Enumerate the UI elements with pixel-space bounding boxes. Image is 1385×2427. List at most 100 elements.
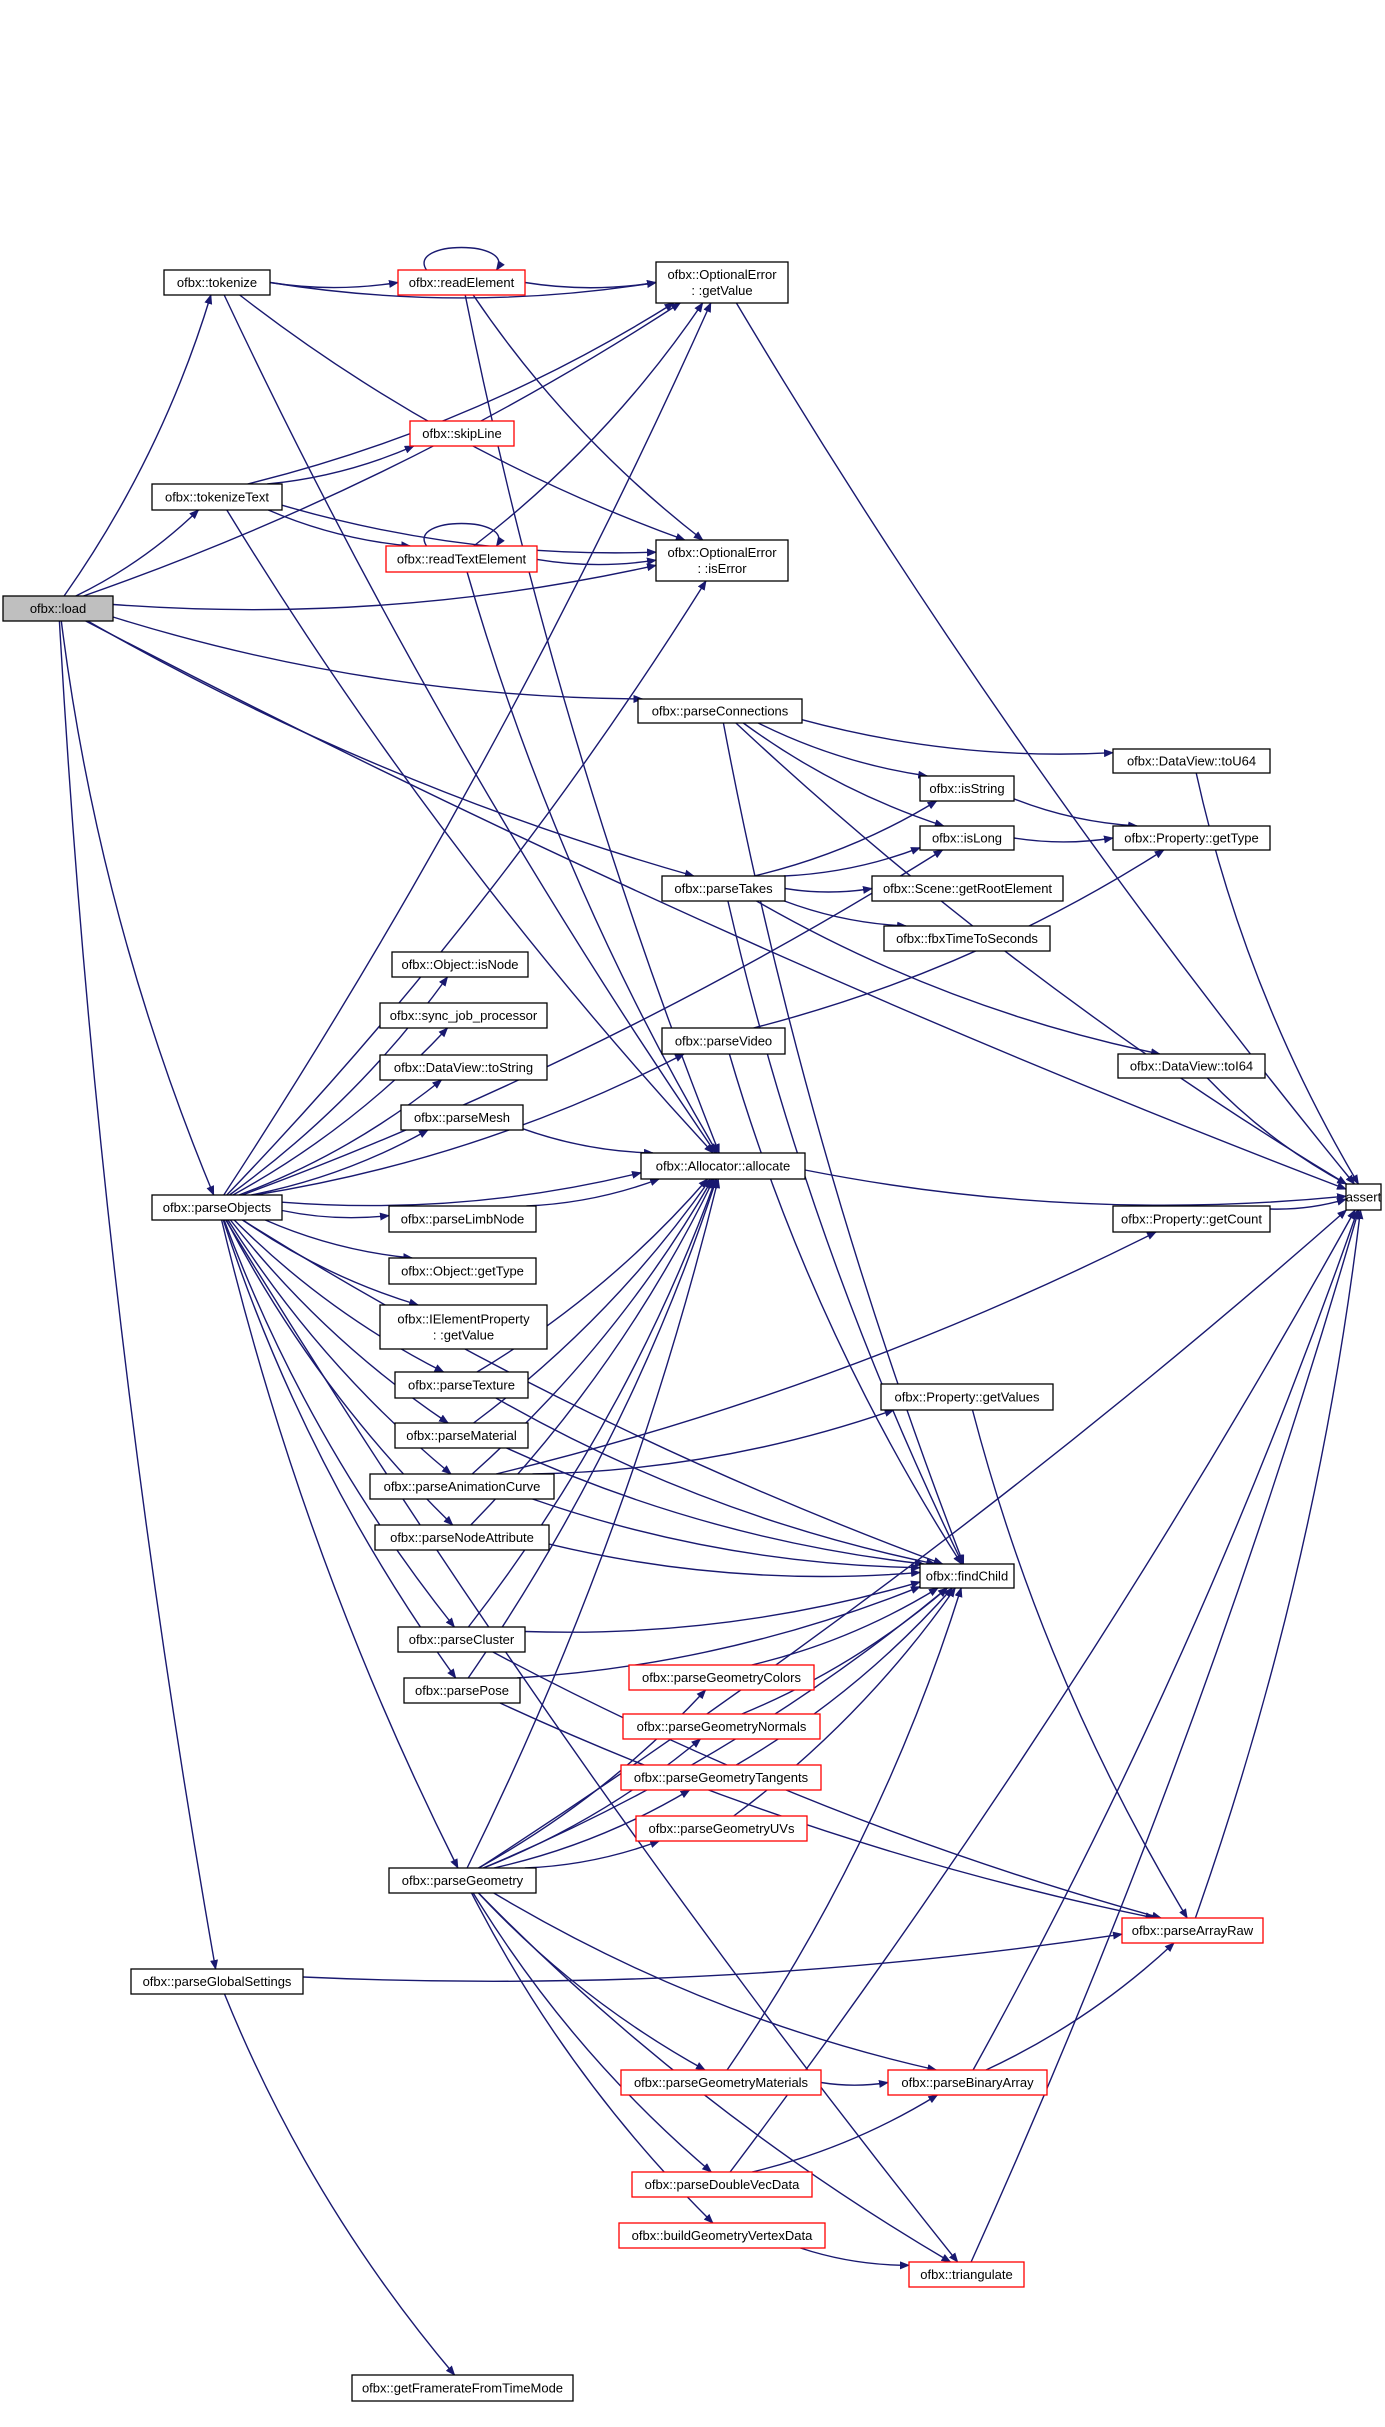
node-getFramerate[interactable]: ofbx::getFramerateFromTimeMode — [351, 2374, 574, 2402]
node-label: ofbx::parsePose — [415, 1683, 509, 1698]
node-parseLimbNode[interactable]: ofbx::parseLimbNode — [388, 1205, 537, 1233]
node-box — [369, 1473, 555, 1500]
edge-readElement-to-readElement — [423, 246, 505, 271]
node-box — [620, 2069, 822, 2096]
edge-parseNodeAttr-to-findChild — [548, 1543, 921, 1578]
node-objGetType[interactable]: ofbx::Object::getType — [388, 1257, 537, 1285]
node-geoUVs[interactable]: ofbx::parseGeometryUVs — [635, 1815, 808, 1842]
node-box — [388, 1205, 537, 1233]
edge-parseTakes-to-isString — [753, 800, 938, 877]
node-label: ofbx::tokenizeText — [165, 490, 269, 505]
edge-parseBinaryArray-to-assert — [972, 1209, 1359, 2071]
node-box — [379, 1304, 548, 1350]
node-parseBinaryArray[interactable]: ofbx::parseBinaryArray — [887, 2069, 1048, 2096]
edge-parseObjects-to-objGetType — [265, 1219, 414, 1262]
node-parseObjects[interactable]: ofbx::parseObjects — [151, 1194, 283, 1221]
node-parseMesh[interactable]: ofbx::parseMesh — [400, 1104, 524, 1131]
node-skipLine[interactable]: ofbx::skipLine — [409, 420, 515, 447]
node-parseGlobal[interactable]: ofbx::parseGlobalSettings — [130, 1968, 304, 1995]
node-allocate[interactable]: ofbx::Allocator::allocate — [640, 1152, 806, 1180]
node-tokenizeText[interactable]: ofbx::tokenizeText — [151, 483, 283, 511]
node-label: ofbx::Allocator::allocate — [656, 1159, 790, 1174]
node-buildGeoVertex[interactable]: ofbx::buildGeometryVertexData — [618, 2222, 826, 2249]
node-toString[interactable]: ofbx::DataView::toString — [379, 1054, 548, 1081]
node-parsePose[interactable]: ofbx::parsePose — [403, 1677, 521, 1704]
node-readTextElement[interactable]: ofbx::readTextElement — [385, 545, 538, 573]
node-box — [379, 1054, 548, 1081]
node-geoTangents[interactable]: ofbx::parseGeometryTangents — [620, 1764, 822, 1791]
node-label: ofbx::tokenize — [177, 275, 257, 290]
edge-tokenizeText-to-getValueOE — [247, 302, 675, 485]
node-label: ofbx::getFramerateFromTimeMode — [362, 2381, 563, 2396]
node-toI64[interactable]: ofbx::DataView::toI64 — [1117, 1053, 1266, 1079]
edge-parseDoubleVec-to-assert — [729, 1209, 1356, 2173]
edge-allocate-to-assert — [804, 1169, 1347, 1206]
edge-parseCluster-to-findChild — [524, 1580, 921, 1633]
edge-load-to-getValueOE — [83, 302, 682, 597]
node-label: : :isError — [697, 561, 747, 576]
node-syncJob[interactable]: ofbx::sync_job_processor — [379, 1002, 548, 1029]
node-label: ofbx::parseNodeAttribute — [390, 1530, 534, 1545]
node-assert[interactable]: assert — [1345, 1183, 1382, 1211]
node-isNode[interactable]: ofbx::Object::isNode — [391, 951, 529, 978]
node-load[interactable]: ofbx::load — [2, 595, 114, 622]
node-isError[interactable]: ofbx::OptionalError: :isError — [655, 539, 789, 582]
node-label: ofbx::parseMaterial — [406, 1428, 517, 1443]
edge-parseAnimCurve-to-getCount — [495, 1231, 1157, 1475]
node-getRootElement[interactable]: ofbx::Scene::getRootElement — [871, 875, 1064, 902]
node-box — [151, 1194, 283, 1221]
edge-parseTakes-to-toI64 — [756, 900, 1161, 1057]
edge-parseConnections-to-findChild — [722, 722, 965, 1565]
node-parseArrayRaw[interactable]: ofbx::parseArrayRaw — [1121, 1917, 1264, 1944]
edge-triangulate-to-assert — [970, 1209, 1361, 2263]
node-geoNormals[interactable]: ofbx::parseGeometryNormals — [622, 1713, 821, 1740]
node-parseCluster[interactable]: ofbx::parseCluster — [397, 1626, 526, 1653]
node-isLong[interactable]: ofbx::isLong — [919, 825, 1015, 851]
node-toU64[interactable]: ofbx::DataView::toU64 — [1112, 748, 1271, 774]
node-parseTakes[interactable]: ofbx::parseTakes — [661, 875, 786, 902]
node-fbxTime[interactable]: ofbx::fbxTimeToSeconds — [883, 925, 1051, 952]
edge-load-to-parseConnections — [112, 616, 644, 703]
edge-parseObjects-to-triangulate — [225, 1219, 959, 2263]
edge-toI64-to-assert — [1206, 1077, 1348, 1185]
node-label: ofbx::parseVideo — [675, 1034, 772, 1049]
edge-readTextElement-to-allocate — [466, 571, 719, 1154]
node-box — [397, 1626, 526, 1653]
node-tokenize[interactable]: ofbx::tokenize — [163, 269, 271, 296]
node-parseVideo[interactable]: ofbx::parseVideo — [661, 1027, 786, 1055]
edge-parseMaterial-to-findChild — [506, 1447, 925, 1567]
edge-geoColors-to-findChild — [751, 1587, 939, 1666]
node-box — [374, 1524, 550, 1551]
edge-getCount-to-assert — [1269, 1197, 1347, 1210]
node-label: ofbx::isLong — [932, 831, 1002, 846]
node-getValues[interactable]: ofbx::Property::getValues — [880, 1383, 1054, 1411]
node-label: ofbx::Object::getType — [401, 1264, 524, 1279]
node-triangulate[interactable]: ofbx::triangulate — [908, 2261, 1025, 2288]
node-isString[interactable]: ofbx::isString — [919, 775, 1015, 802]
node-box — [400, 1104, 524, 1131]
node-label: ofbx::parseLimbNode — [401, 1212, 525, 1227]
edge-parseConnections-to-isLong — [742, 722, 945, 827]
node-parseTexture[interactable]: ofbx::parseTexture — [394, 1371, 529, 1399]
node-getCount[interactable]: ofbx::Property::getCount — [1112, 1205, 1271, 1233]
node-parseNodeAttr[interactable]: ofbx::parseNodeAttribute — [374, 1524, 550, 1551]
node-geoColors[interactable]: ofbx::parseGeometryColors — [628, 1664, 815, 1691]
edge-parseObjects-to-findChild — [242, 1219, 944, 1565]
node-label: ofbx::parseTexture — [408, 1378, 515, 1393]
edge-load-to-parseTakes — [87, 620, 695, 878]
node-ieGetValue[interactable]: ofbx::IElementProperty: :getValue — [379, 1304, 548, 1350]
node-parseDoubleVec[interactable]: ofbx::parseDoubleVecData — [631, 2171, 813, 2198]
edge-load-to-tokenize — [63, 294, 213, 597]
node-parseGeometry[interactable]: ofbx::parseGeometry — [388, 1867, 537, 1894]
node-getType[interactable]: ofbx::Property::getType — [1112, 825, 1271, 851]
edge-parseObjects-to-parseLimbNode — [281, 1209, 390, 1221]
node-box — [887, 2069, 1048, 2096]
node-getValueOE[interactable]: ofbx::OptionalError: :getValue — [655, 261, 789, 304]
node-geoMaterials[interactable]: ofbx::parseGeometryMaterials — [620, 2069, 822, 2096]
node-parseMaterial[interactable]: ofbx::parseMaterial — [394, 1422, 529, 1449]
node-readElement[interactable]: ofbx::readElement — [397, 269, 526, 296]
node-parseConnections[interactable]: ofbx::parseConnections — [637, 698, 803, 724]
node-findChild[interactable]: ofbx::findChild — [919, 1563, 1015, 1589]
node-parseAnimCurve[interactable]: ofbx::parseAnimationCurve — [369, 1473, 555, 1500]
edge-readTextElement-to-readTextElement — [423, 522, 505, 547]
